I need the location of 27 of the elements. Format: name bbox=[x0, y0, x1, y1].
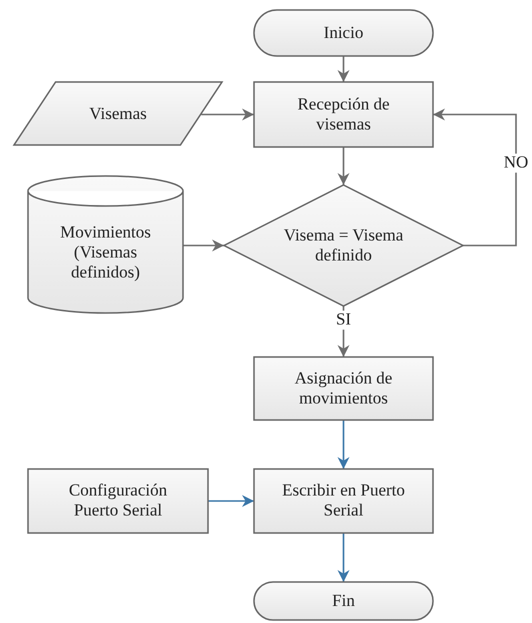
arrow bbox=[338, 420, 350, 469]
database-cylinder bbox=[28, 176, 183, 313]
node-label: Inicio bbox=[322, 22, 364, 44]
process-box bbox=[254, 82, 433, 147]
arrow bbox=[201, 108, 254, 120]
node-label: Escribir en Puerto Serial bbox=[281, 480, 406, 522]
terminator-shape bbox=[254, 10, 433, 56]
node-label: Recepción de visemas bbox=[296, 94, 391, 135]
arrow bbox=[208, 495, 254, 507]
arrow bbox=[338, 533, 350, 582]
data-parallelogram bbox=[14, 82, 222, 145]
node-label: Visema = Visema definido bbox=[282, 225, 404, 266]
process-box bbox=[254, 357, 433, 420]
edge-label: NO bbox=[502, 154, 530, 172]
node-label: Asignación de movimientos bbox=[294, 368, 394, 409]
process-box bbox=[28, 469, 208, 533]
node-label: Configuración Puerto Serial bbox=[68, 480, 168, 522]
arrow bbox=[338, 147, 350, 185]
node-label: Movimientos (Visemas definidos) bbox=[59, 222, 152, 284]
terminator-shape bbox=[254, 582, 433, 620]
node-label: Fin bbox=[331, 590, 356, 612]
process-box bbox=[254, 469, 433, 533]
arrow bbox=[433, 108, 517, 246]
arrow bbox=[183, 240, 224, 252]
node-label: Visemas bbox=[88, 103, 148, 124]
arrow bbox=[338, 56, 350, 82]
decision-diamond bbox=[224, 185, 463, 306]
